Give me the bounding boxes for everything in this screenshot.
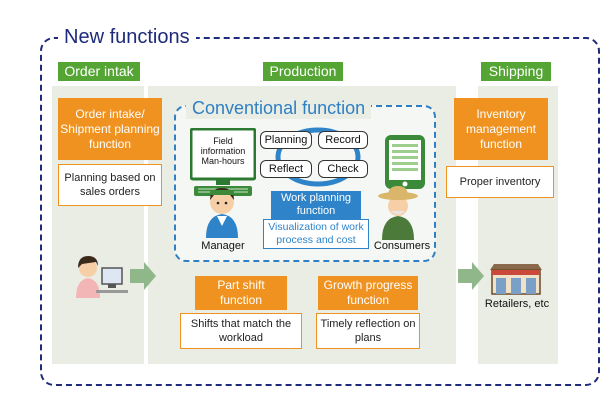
order-intake-detail-text: Planning based on sales orders	[64, 172, 156, 198]
growth-progress-detail-text: Timely reflection on plans	[320, 318, 416, 344]
cycle-step-record: Record	[318, 131, 368, 149]
part-shift-function-box: Part shift function	[195, 276, 287, 310]
cycle-step-check: Check	[318, 160, 368, 178]
part-shift-detail-text: Shifts that match the workload	[190, 318, 292, 344]
monitor-text: Field information Man-hours	[200, 136, 246, 166]
phone-icon	[384, 134, 426, 195]
consumers-figure-icon	[376, 184, 420, 245]
conventional-function-title: Conventional function	[186, 97, 372, 119]
column-header-order-intake: Order intak	[58, 62, 140, 81]
order-intake-function-title: Order intake/ Shipment planning function	[60, 106, 160, 151]
arrow-right-icon-left	[130, 262, 156, 295]
visualization-text: Visualization of work process and cost	[268, 221, 364, 246]
part-shift-function-title: Part shift function	[217, 278, 265, 307]
visualization-box: Visualization of work process and cost	[263, 219, 369, 249]
part-shift-detail-box: Shifts that match the workload	[180, 313, 302, 349]
growth-progress-function-box: Growth progress function	[318, 276, 418, 310]
inventory-function-box: Inventory management function	[454, 98, 548, 160]
growth-progress-detail-box: Timely reflection on plans	[316, 313, 420, 349]
manager-figure-icon	[200, 182, 244, 243]
retailers-label: Retailers, etc	[484, 298, 550, 310]
store-icon	[486, 262, 546, 301]
outer-frame	[40, 37, 600, 386]
inventory-detail-box: Proper inventory	[446, 166, 554, 198]
office-worker-icon	[70, 250, 128, 303]
growth-progress-function-title: Growth progress function	[323, 278, 413, 307]
column-header-shipping: Shipping	[481, 62, 551, 81]
arrow-right-icon-right	[458, 262, 484, 295]
inventory-detail-text: Proper inventory	[459, 176, 541, 188]
cycle-ring	[272, 126, 364, 193]
manager-label: Manager	[201, 240, 245, 252]
inventory-function-title: Inventory management function	[465, 106, 537, 151]
order-intake-detail-box: Planning based on sales orders	[58, 164, 162, 206]
column-header-production: Production	[263, 62, 343, 81]
diagram-title: New functions	[58, 24, 196, 50]
cycle-step-planning: Planning	[260, 131, 312, 149]
order-intake-function-box: Order intake/ Shipment planning function	[58, 98, 162, 160]
cycle-step-reflect: Reflect	[260, 160, 312, 178]
work-planning-function-title: Work planning function	[280, 192, 352, 217]
consumers-label: Consumers	[373, 240, 431, 252]
work-planning-function-box: Work planning function	[271, 191, 361, 219]
